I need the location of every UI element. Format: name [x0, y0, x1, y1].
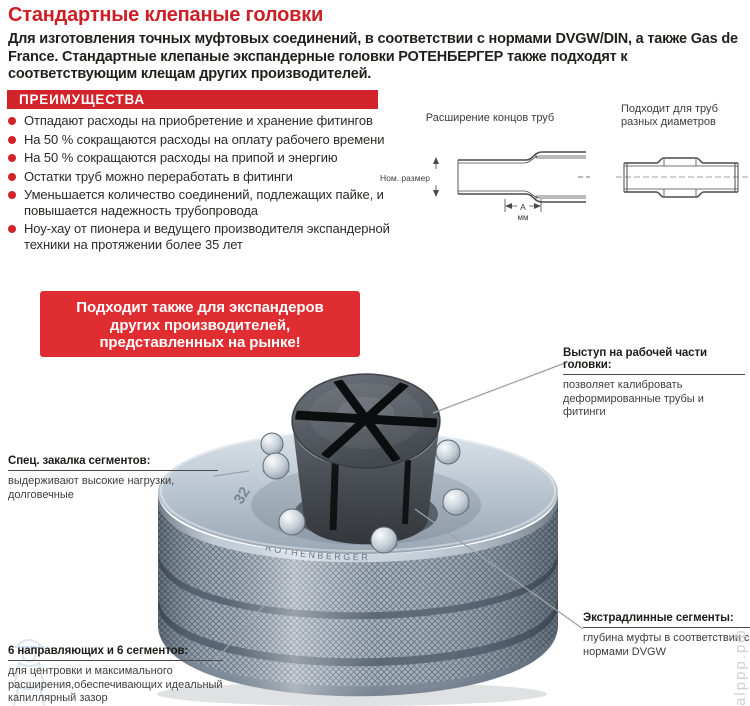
label-body: для центровки и максимального расширения…	[8, 665, 223, 704]
diagram-expansion: Ном. размер A мм	[380, 151, 590, 222]
label-body: выдерживают высокие нагрузки, долговечны…	[8, 475, 175, 501]
site-watermark: alppp.рф	[732, 628, 749, 706]
dim-unit-label: мм	[518, 213, 529, 222]
bullet-icon	[8, 172, 16, 181]
callout-line: других производителей,	[109, 316, 291, 334]
label-title: Спец. закалка сегментов:	[8, 455, 151, 467]
bullet-icon	[8, 154, 16, 162]
bullet-icon	[8, 117, 16, 125]
size-marking: 32	[231, 484, 254, 507]
bullet-icon	[8, 135, 16, 144]
red-callout-box: Подходит также для экспандеров других пр…	[40, 291, 360, 357]
list-item-text: Уменьшается количество соединений, подле…	[24, 187, 384, 218]
list-item: Отпадают расходы на приобретение и хране…	[8, 113, 400, 129]
leader-protrusion	[432, 362, 566, 414]
divider	[563, 374, 745, 375]
callout-line: Подходит также для экспандеров	[76, 299, 324, 316]
leader-hardening	[213, 470, 250, 477]
label-guides: 6 направляющих и 6 сегментов: для центро…	[8, 645, 223, 706]
leader-lines	[212, 362, 584, 664]
label-body: позволяет калибровать деформированные тр…	[563, 379, 704, 418]
divider	[8, 660, 223, 661]
label-title: Экстрадлинные сегменты:	[583, 612, 734, 624]
label-title: 6 направляющих и 6 сегментов:	[8, 645, 189, 657]
list-item-text: Ноу-хау от пионера и ведущего производит…	[24, 221, 390, 252]
page-title: Стандартные клепаные головки	[8, 4, 324, 26]
list-item: Уменьшается количество соединений, подле…	[8, 187, 400, 218]
list-item-text: Отпадают расходы на приобретение и хране…	[24, 113, 373, 128]
label-hardening: Спец. закалка сегментов: выдерживают выс…	[8, 455, 218, 502]
svg-text:ROTHENBERGER: ROTHENBERGER	[264, 542, 370, 562]
bullet-icon	[8, 225, 16, 233]
advantages-banner: ПРЕИМУЩЕСТВА	[7, 90, 378, 109]
dim-letter-label: A	[520, 202, 526, 212]
list-item-text: Остатки труб можно переработать в фитинг…	[24, 168, 293, 184]
divider	[583, 627, 750, 628]
rivet	[278, 488, 470, 554]
diagram-diameters-caption: Подходит для труб разных диаметров	[621, 103, 718, 128]
brand-marking: ROTHENBERGER	[264, 542, 367, 562]
label-extralong: Экстрадлинные сегменты: глубина муфты в …	[583, 612, 750, 659]
callout-line: представленных на рынке!	[99, 334, 301, 351]
diagram-expansion-caption: Расширение концов труб	[425, 112, 555, 124]
list-item-text: На 50 % сокращаются расходы на припой и …	[24, 150, 338, 165]
list-item: На 50 % сокращаются расходы на припой и …	[8, 150, 400, 166]
label-protrusion: Выступ на рабочей части головки: позволя…	[563, 347, 745, 420]
label-title: Выступ на рабочей части головки:	[563, 347, 707, 371]
list-item-text: На 50 % сокращаются расходы на оплату ра…	[24, 131, 385, 147]
head-slots	[295, 377, 437, 464]
bullet-icon	[8, 191, 16, 199]
list-item: Остатки труб можно переработать в фитинг…	[8, 169, 400, 185]
list-item: На 50 % сокращаются расходы на оплату ра…	[8, 132, 400, 148]
leader-extralong	[414, 508, 584, 630]
divider	[8, 470, 218, 471]
rivet	[260, 432, 461, 480]
diagram-diameters	[616, 157, 748, 198]
advantages-list: Отпадают расходы на приобретение и хране…	[8, 113, 400, 255]
list-item: Ноу-хау от пионера и ведущего производит…	[8, 221, 400, 252]
intro-paragraph: Для изготовления точных муфтовых соедине…	[8, 31, 738, 82]
label-body: глубина муфты в соответствии с нормами D…	[583, 632, 750, 658]
